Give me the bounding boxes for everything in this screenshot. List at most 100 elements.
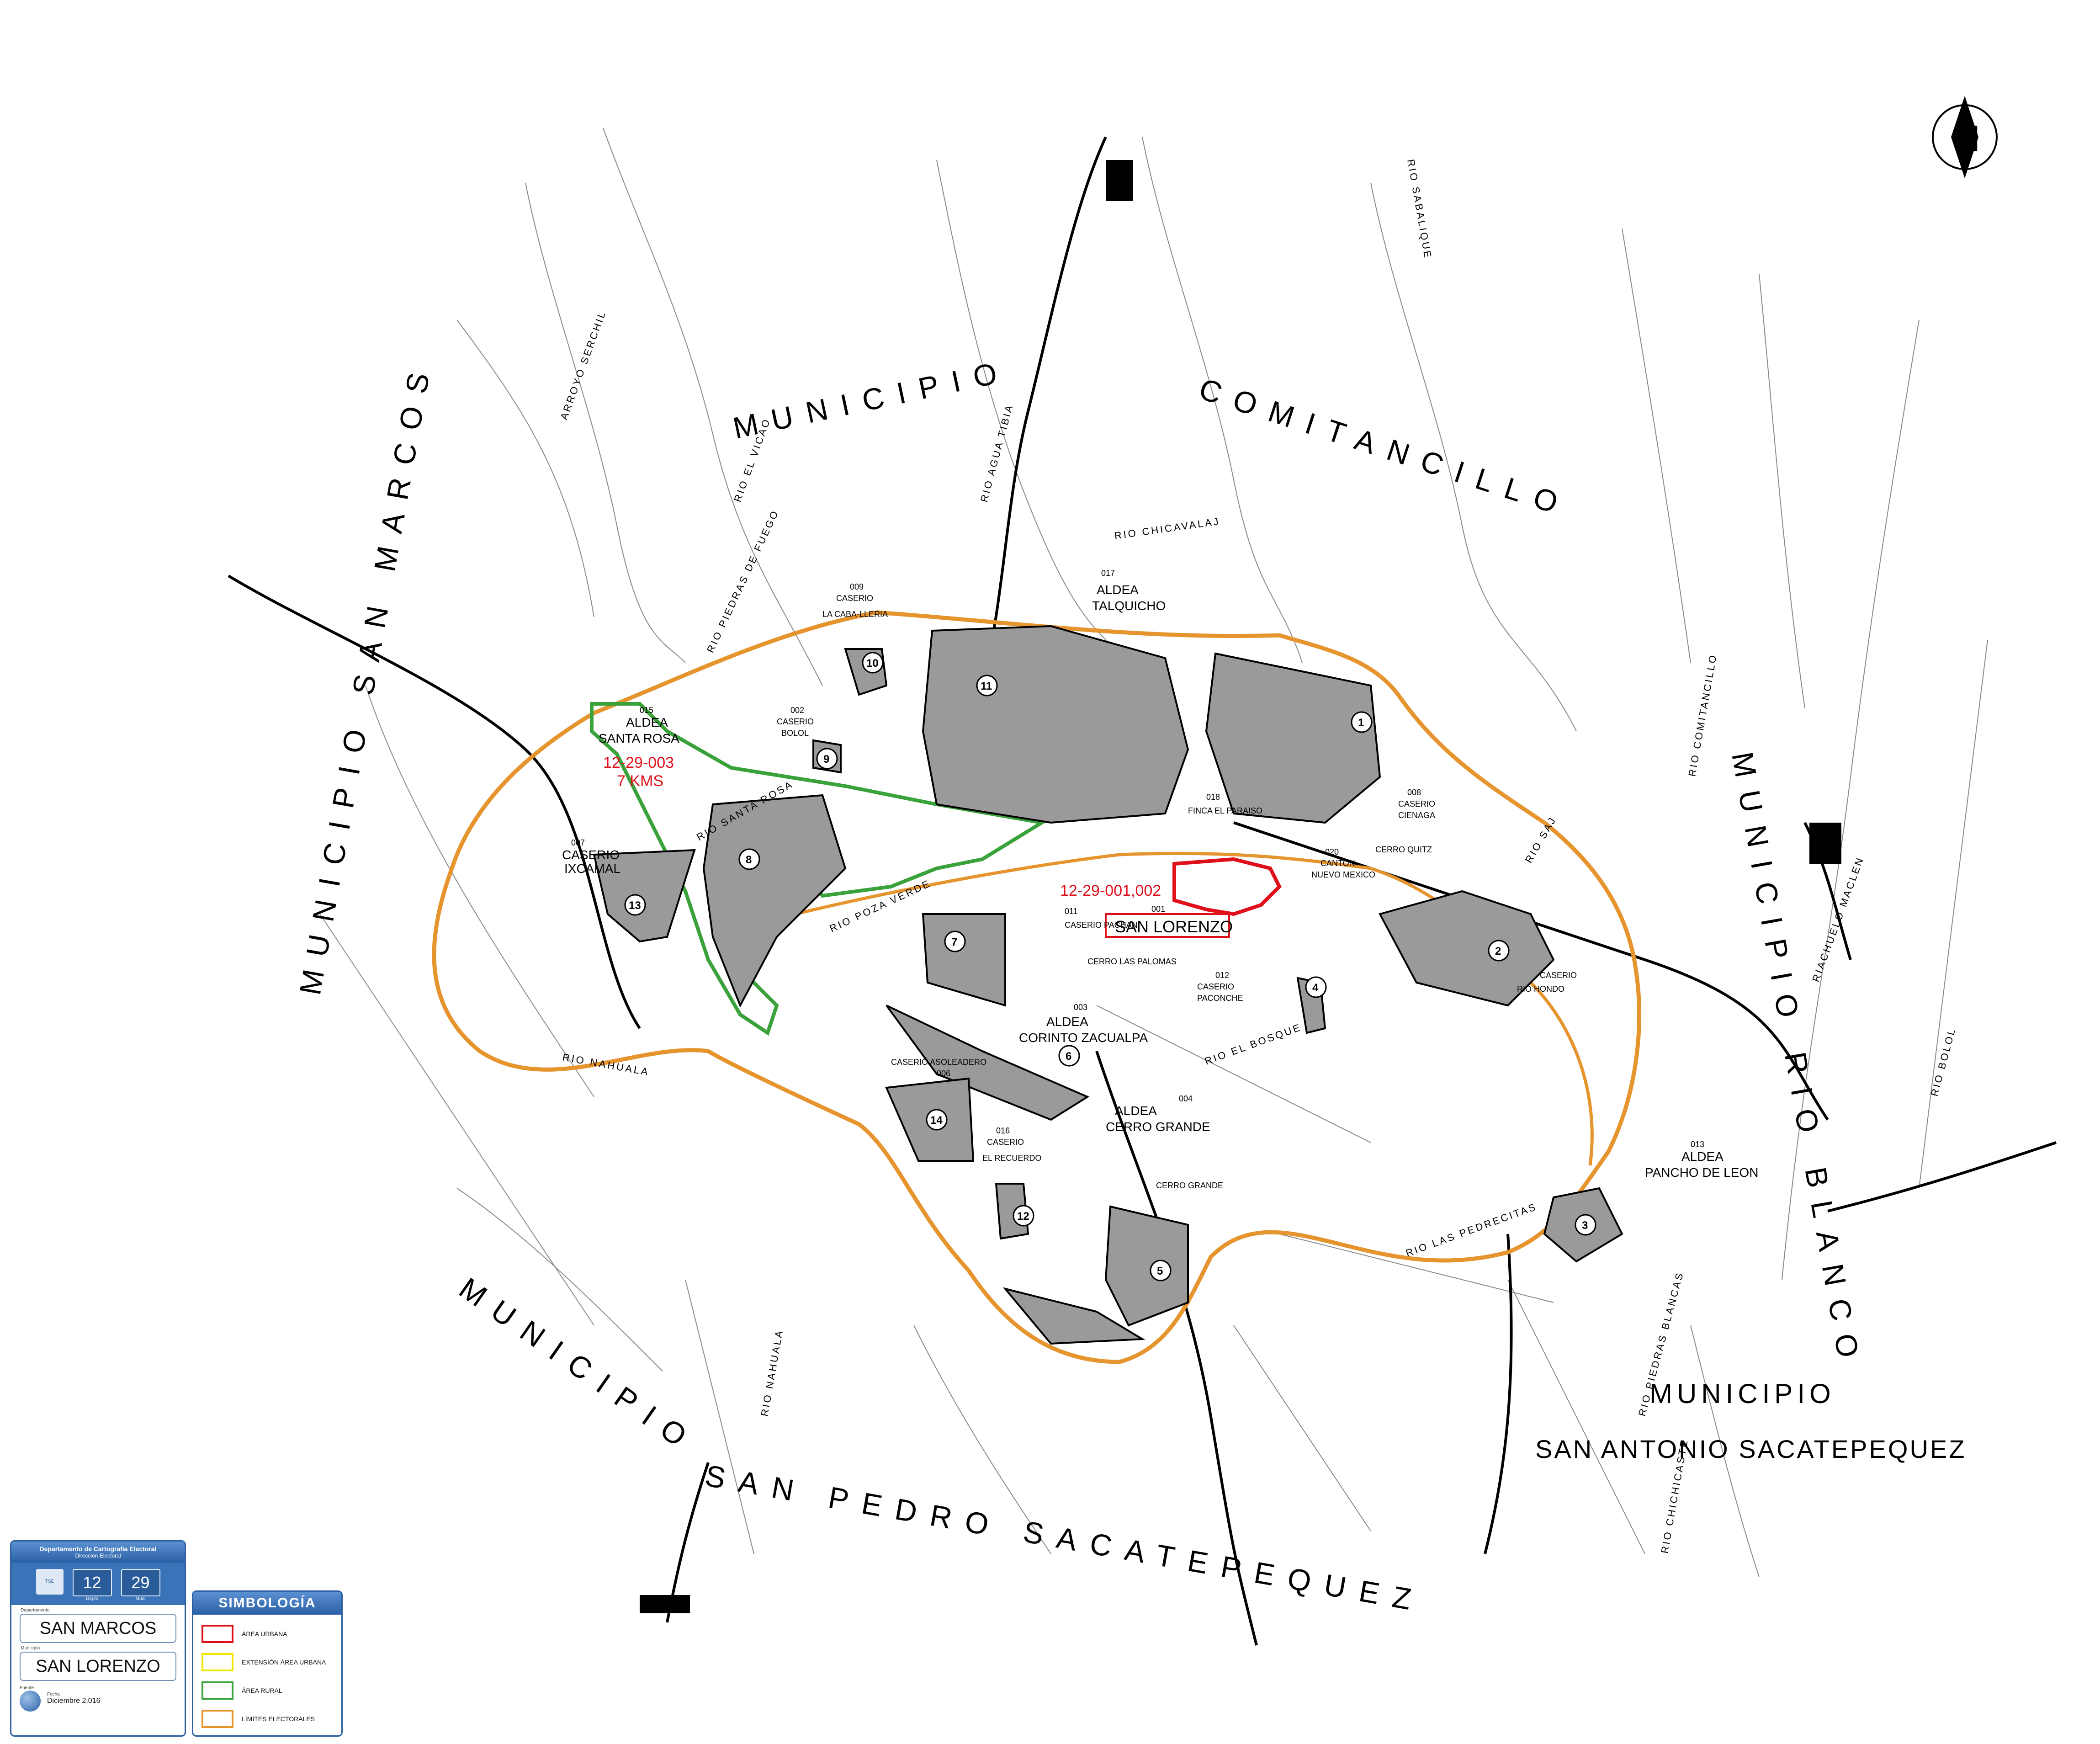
info-panel: Departamento de Cartografía Electoral Di… — [10, 1540, 186, 1737]
place-name: TALQUICHO — [1092, 599, 1166, 613]
hill-label: CERRO LAS PALOMAS — [1087, 957, 1177, 966]
place-name: EL RECUERDO — [982, 1154, 1041, 1163]
place-code: 017 — [1101, 569, 1115, 578]
seal-icon: TSE — [36, 1569, 64, 1595]
place-name: PANCHO DE LEON — [1645, 1165, 1758, 1180]
legend-swatch — [202, 1625, 233, 1643]
place-code: 004 — [1179, 1094, 1193, 1103]
municipality-caption: Municipio — [21, 1646, 40, 1651]
muni-code: 29 — [121, 1569, 160, 1596]
sector-number: 13 — [629, 899, 641, 912]
info-header: Departamento de Cartografía Electoral Di… — [11, 1542, 185, 1563]
place-type: ALDEA — [1097, 583, 1139, 597]
municipio-san-antonio: SAN ANTONIO SACATEPEQUEZ — [1535, 1435, 1966, 1463]
sector-number: 14 — [930, 1114, 943, 1127]
place-name: BOLOL — [781, 728, 809, 738]
place-name: IXCAMAL — [564, 861, 620, 876]
place-labels: 017 ALDEA TALQUICHO 015 ALDEA SANTA ROSA… — [562, 569, 1758, 1190]
legend-swatch — [202, 1710, 233, 1728]
legend-swatch — [202, 1681, 233, 1700]
depto-code: 12 — [72, 1569, 112, 1596]
code-row: TSE 12 Depto 29 Muni — [11, 1563, 185, 1605]
info-footer: Fuente Fecha Diciembre 2,016 — [20, 1686, 176, 1712]
place-type: CASERIO — [777, 717, 814, 726]
sector-number: 5 — [1157, 1265, 1163, 1277]
legend: SIMBOLOGÍA ÁREA URBANA EXTENSIÓN ÁREA UR… — [192, 1590, 343, 1737]
sector-number: 4 — [1312, 982, 1319, 994]
legend-swatch — [202, 1653, 233, 1671]
legend-item-urban-extension: EXTENSIÓN ÁREA URBANA — [202, 1653, 333, 1671]
hill-label: CERRO GRANDE — [1156, 1181, 1223, 1190]
depto-code-block: 12 Depto — [72, 1569, 112, 1601]
sector-numbers: 1 2 3 4 5 6 7 8 9 10 11 12 13 14 — [624, 652, 1596, 1281]
place-name: CORINTO ZACUALPA — [1019, 1031, 1148, 1045]
muni-code-block: 29 Muni — [121, 1569, 160, 1601]
place-type: CASERIO — [1540, 971, 1577, 980]
place-name: CASERIO ASOLEADERO — [891, 1058, 986, 1067]
sector-number: 11 — [981, 680, 992, 692]
place-type: ALDEA — [626, 715, 668, 729]
town-blocks — [640, 160, 1841, 1613]
san-lorenzo-code: 12-29-001,002 — [1060, 882, 1161, 899]
place-name: CERRO GRANDE — [1106, 1120, 1210, 1134]
legend-item-rural: ÁREA RURAL — [202, 1681, 333, 1700]
place-name: NUEVO MEXICO — [1311, 870, 1375, 879]
sector-number: 2 — [1495, 945, 1501, 957]
place-code: 015 — [640, 706, 653, 715]
place-code: 011 — [1065, 907, 1078, 916]
legend-label: EXTENSIÓN ÁREA URBANA — [242, 1659, 326, 1666]
north-label: N — [1954, 118, 1980, 159]
place-code: 002 — [790, 706, 804, 715]
sector-number: 1 — [1358, 717, 1364, 729]
place-type: CASERIO — [836, 594, 873, 603]
place-name: LA CABA-LLERIA — [822, 610, 888, 619]
electoral-boundary-inner — [776, 851, 1594, 1166]
place-type: ALDEA — [1681, 1149, 1723, 1164]
hill-label: CERRO QUITZ — [1375, 845, 1432, 854]
place-code: 009 — [850, 582, 864, 591]
urban-area-san-lorenzo — [1172, 857, 1282, 916]
place-name: FINCA EL PARAISO — [1188, 806, 1262, 815]
legend-title: SIMBOLOGÍA — [193, 1592, 341, 1615]
sector-number: 10 — [866, 657, 879, 670]
place-type: CASERIO — [1398, 799, 1435, 808]
santa-rosa-code: 12-29-003 — [603, 754, 674, 771]
place-type: CANTON — [1320, 859, 1355, 868]
date-block: Fecha Diciembre 2,016 — [47, 1692, 101, 1705]
info-subtitle: Dirección Electoral — [75, 1553, 121, 1559]
place-type: CASERIO — [562, 848, 620, 862]
source-caption: Fuente — [20, 1686, 34, 1691]
legend-label: ÁREA URBANA — [242, 1630, 287, 1638]
legend-item-urban: ÁREA URBANA — [202, 1625, 333, 1643]
place-code: 013 — [1691, 1140, 1704, 1149]
place-code: 007 — [571, 838, 585, 847]
info-title: Departamento de Cartografía Electoral — [39, 1545, 157, 1553]
place-name: SAN LORENZO — [1115, 917, 1233, 936]
sector-number: 6 — [1066, 1050, 1071, 1063]
place-name: CASERIO PACHAN — [1065, 920, 1138, 930]
place-name: PACONCHE — [1197, 994, 1243, 1003]
place-type: CASERIO — [987, 1138, 1024, 1147]
place-name: RIO HONDO — [1517, 984, 1564, 994]
place-code: 003 — [1074, 1003, 1087, 1012]
urban-area-label-box — [1105, 913, 1230, 938]
date-value: Diciembre 2,016 — [47, 1697, 101, 1705]
place-name: CIENAGA — [1398, 811, 1435, 820]
sector-number: 12 — [1017, 1210, 1029, 1223]
north-arrow: N — [1932, 96, 1998, 178]
place-code: 001 — [1151, 904, 1165, 914]
legend-label: LÍMITES ELECTORALES — [242, 1715, 315, 1723]
place-type: ALDEA — [1115, 1104, 1157, 1118]
department-field: SAN MARCOS — [20, 1614, 176, 1643]
sector-number: 8 — [746, 854, 752, 866]
place-code: 020 — [1325, 847, 1339, 856]
source-block: Fuente — [20, 1686, 41, 1712]
place-code: 006 — [937, 1069, 950, 1078]
department-caption: Departamento — [21, 1608, 50, 1613]
muni-caption: Muni — [135, 1596, 146, 1601]
place-code: 008 — [1407, 788, 1421, 797]
sector-number: 9 — [823, 753, 829, 766]
sector-number: 3 — [1582, 1219, 1588, 1232]
globe-icon — [20, 1691, 41, 1712]
